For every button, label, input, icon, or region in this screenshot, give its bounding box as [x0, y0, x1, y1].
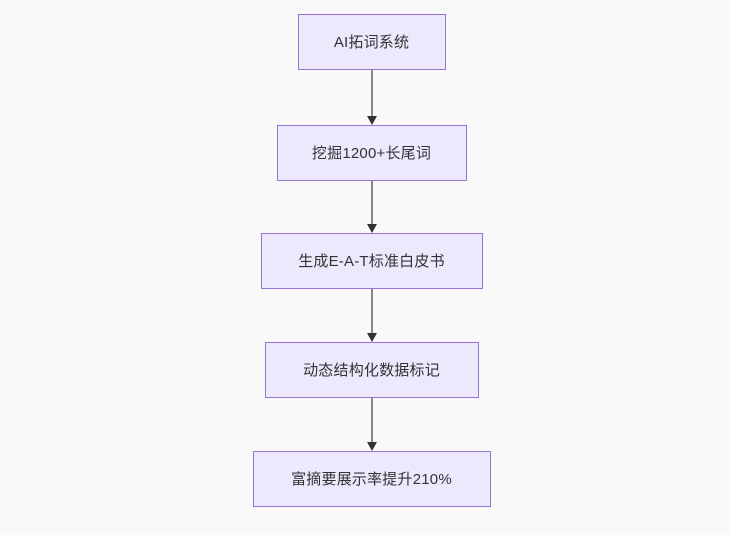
arrow-head-icon	[366, 224, 377, 233]
flow-node-ai-keyword-system[interactable]: AI拓词系统	[297, 14, 446, 70]
arrow-head-icon	[366, 442, 377, 451]
flow-edge-ai-keyword-system-to-mine-longtail	[366, 70, 378, 125]
flow-node-label: 挖掘1200+长尾词	[311, 144, 432, 162]
flow-node-mine-longtail[interactable]: 挖掘1200+长尾词	[276, 125, 467, 181]
flow-node-label: 生成E-A-T标准白皮书	[298, 252, 445, 270]
flow-edge-generate-eat-to-dynamic-structured	[366, 289, 378, 342]
flow-node-generate-eat[interactable]: 生成E-A-T标准白皮书	[260, 233, 483, 289]
arrow-head-icon	[366, 333, 377, 342]
flow-node-rich-snippet-lift[interactable]: 富摘要展示率提升210%	[252, 451, 491, 507]
flow-node-label: 富摘要展示率提升210%	[291, 470, 452, 488]
flow-edge-dynamic-structured-to-rich-snippet-lift	[366, 398, 378, 451]
edge-line	[370, 289, 373, 333]
flow-node-dynamic-structured[interactable]: 动态结构化数据标记	[264, 342, 479, 398]
flow-node-label: AI拓词系统	[333, 33, 410, 51]
edge-line	[370, 398, 373, 442]
flow-node-label: 动态结构化数据标记	[303, 361, 440, 379]
flow-edge-mine-longtail-to-generate-eat	[366, 181, 378, 233]
edge-line	[370, 181, 373, 224]
arrow-head-icon	[366, 116, 377, 125]
edge-line	[370, 70, 373, 116]
